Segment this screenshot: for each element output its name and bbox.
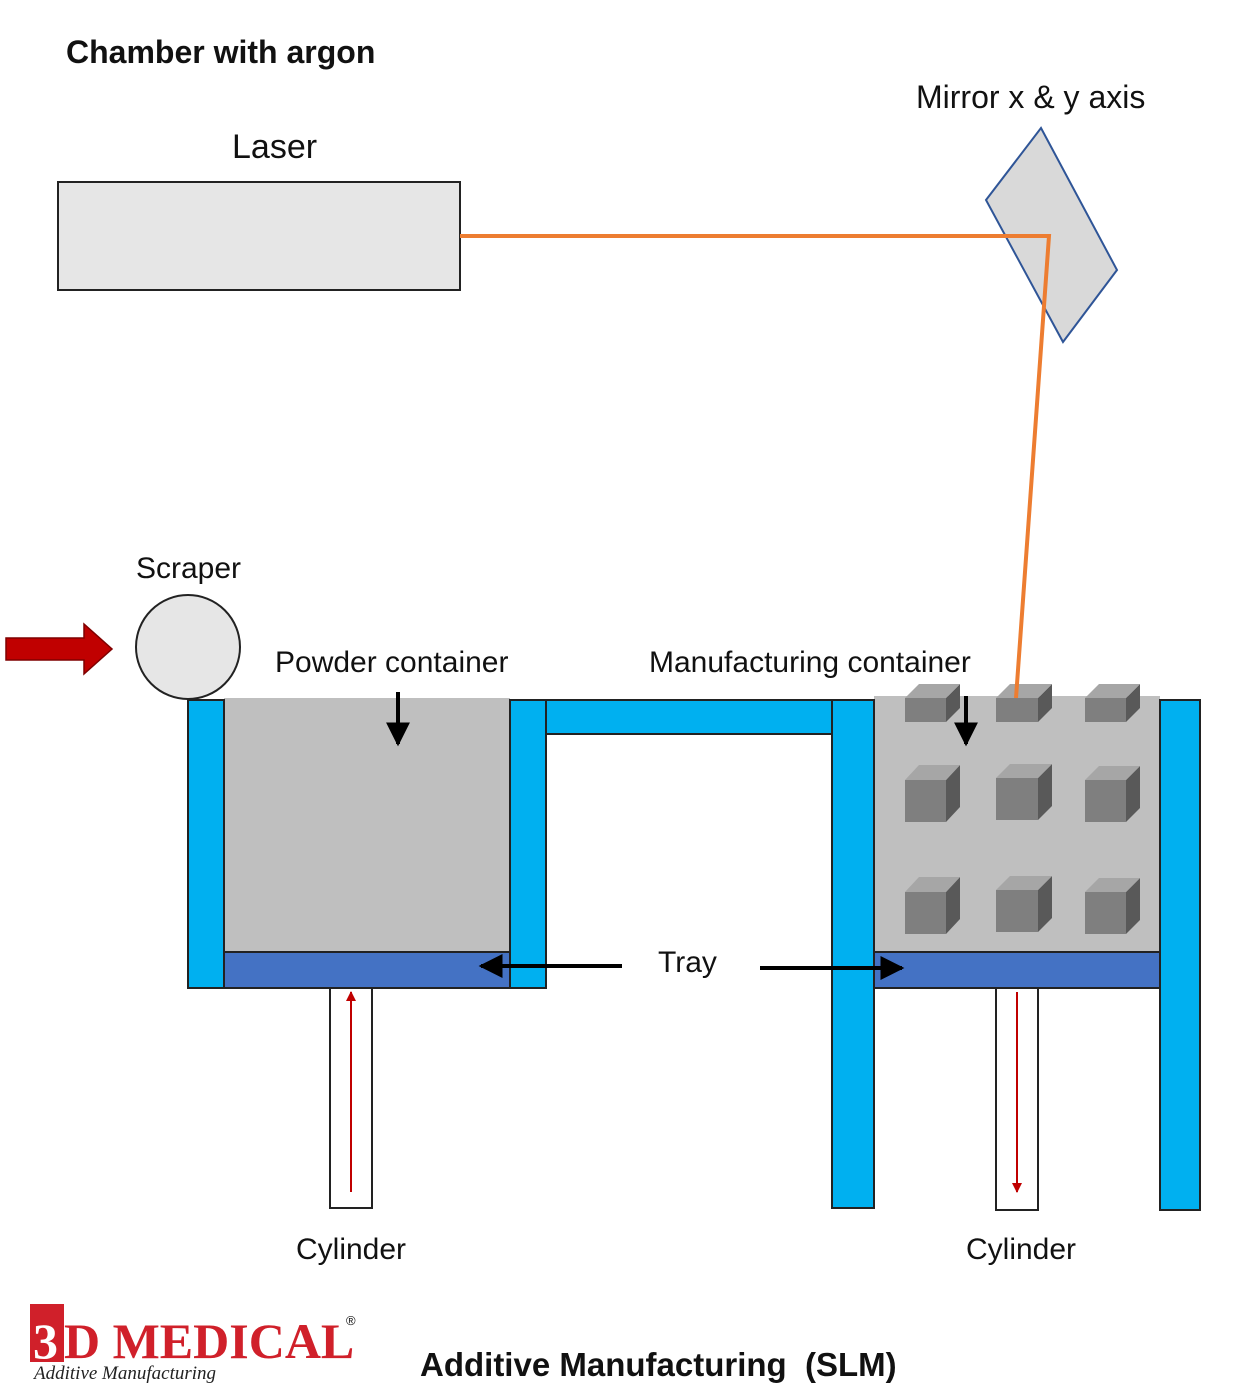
- tray-label: Tray: [658, 946, 717, 979]
- mirror-label: Mirror x & y axis: [916, 79, 1146, 115]
- scraper-roller: [135, 594, 241, 700]
- scraper-label: Scraper: [136, 552, 242, 585]
- laser-beam: [460, 234, 1052, 699]
- logo-main-text: D MEDICAL: [64, 1313, 355, 1369]
- cube: [996, 876, 1052, 932]
- cube: [996, 684, 1052, 722]
- cube: [1085, 878, 1140, 934]
- logo-registered: ®: [346, 1313, 356, 1328]
- diagram-caption: Additive Manufacturing (SLM): [420, 1346, 897, 1383]
- laser-body: [57, 181, 461, 291]
- cylinder-left-label: Cylinder: [296, 1233, 407, 1266]
- cube: [905, 765, 960, 822]
- powder-fill-left: [224, 698, 510, 952]
- cube: [996, 764, 1052, 820]
- left-container-wall-right: [509, 699, 547, 989]
- cube: [905, 877, 960, 934]
- bridge: [545, 699, 833, 735]
- right-container-wall-right: [1159, 699, 1201, 1211]
- cube: [1085, 766, 1140, 822]
- logo-subtitle: Additive Manufacturing: [34, 1363, 217, 1384]
- cube: [905, 684, 960, 722]
- powder-container-label: Powder container: [275, 646, 509, 679]
- cylinder-right-label: Cylinder: [966, 1233, 1077, 1266]
- laser-label: Laser: [232, 128, 318, 166]
- left-container-wall-left: [187, 699, 225, 989]
- logo-accent-box: [30, 1304, 64, 1362]
- chamber-label: Chamber with argon: [66, 34, 376, 70]
- mirror: [984, 126, 1119, 344]
- manufacturing-container-label: Manufacturing container: [649, 646, 971, 679]
- right-container-wall-left: [831, 699, 875, 1209]
- logo-prefix: 3: [33, 1313, 58, 1369]
- cube: [1085, 684, 1140, 722]
- tray-right: [873, 951, 1161, 989]
- tray-left: [223, 951, 511, 989]
- push-arrow-icon: [5, 622, 114, 676]
